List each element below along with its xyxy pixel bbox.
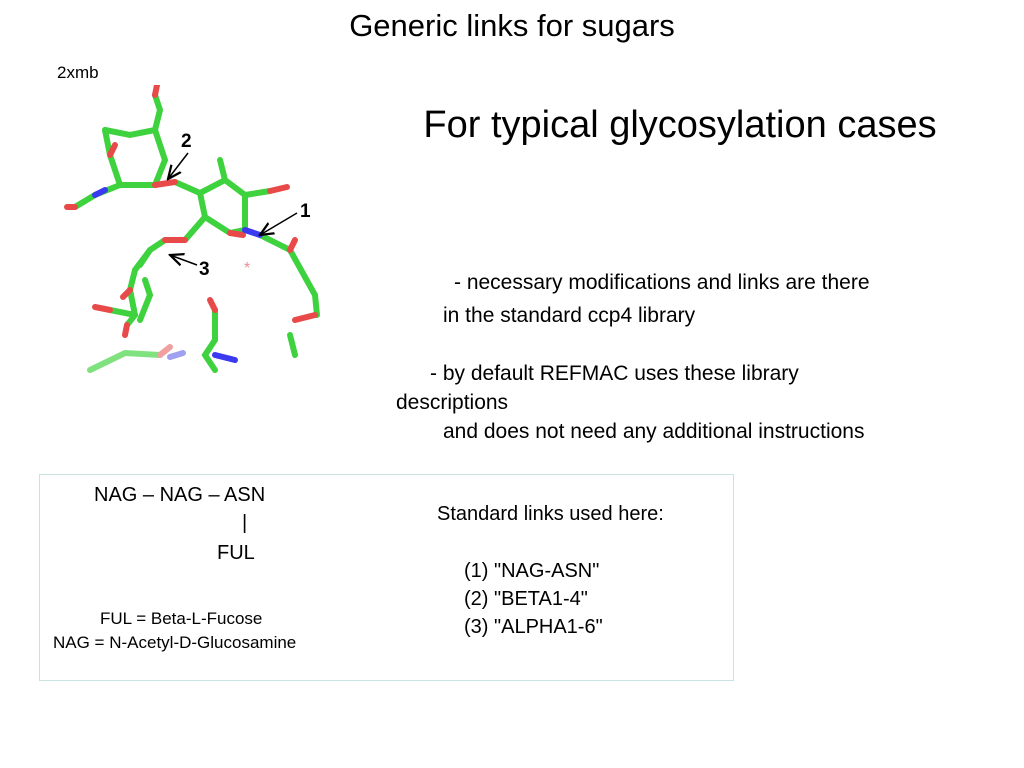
branch-bar: | <box>242 512 248 534</box>
arrow-1 <box>260 212 298 235</box>
branch-residue: FUL <box>217 542 255 564</box>
slide-title: Generic links for sugars <box>349 8 675 43</box>
arrow-3 <box>170 255 198 265</box>
carbon-bonds <box>72 92 320 373</box>
bullet-1-line-2: in the standard ccp4 library <box>443 304 696 327</box>
links-header: Standard links used here: <box>437 503 664 525</box>
bullet-2-line-2: descriptions <box>396 391 509 414</box>
bullet-1-line-1: - necessary modifications and links are … <box>454 271 870 294</box>
link-item-1: (1) "NAG-ASN" <box>464 560 600 582</box>
chain-notation: NAG – NAG – ASN <box>94 484 266 506</box>
link-item-2: (2) "BETA1-4" <box>464 588 588 610</box>
figure-label-2: 2 <box>181 131 192 152</box>
legend-ful: FUL = Beta-L-Fucose <box>100 609 263 628</box>
bullet-2-line-3: and does not need any additional instruc… <box>443 420 865 443</box>
links-info-box: NAG – NAG – ASN | FUL FUL = Beta-L-Fucos… <box>39 474 734 681</box>
figure-label-3: 3 <box>199 259 210 280</box>
oxygen-bonds <box>64 85 318 358</box>
centroid-marker: * <box>244 260 250 277</box>
arrow-2 <box>168 152 189 179</box>
molecule-structure-image: 2 1 3 * <box>64 85 320 373</box>
figure-label-1: 1 <box>300 201 311 222</box>
bullet-2-line-1: - by default REFMAC uses these library <box>430 362 799 385</box>
nitrogen-bonds <box>92 187 263 363</box>
pdb-code-label: 2xmb <box>57 63 99 82</box>
slide-heading: For typical glycosylation cases <box>423 104 937 146</box>
legend-nag: NAG = N-Acetyl-D-Glucosamine <box>53 633 297 652</box>
link-item-3: (3) "ALPHA1-6" <box>464 616 603 638</box>
